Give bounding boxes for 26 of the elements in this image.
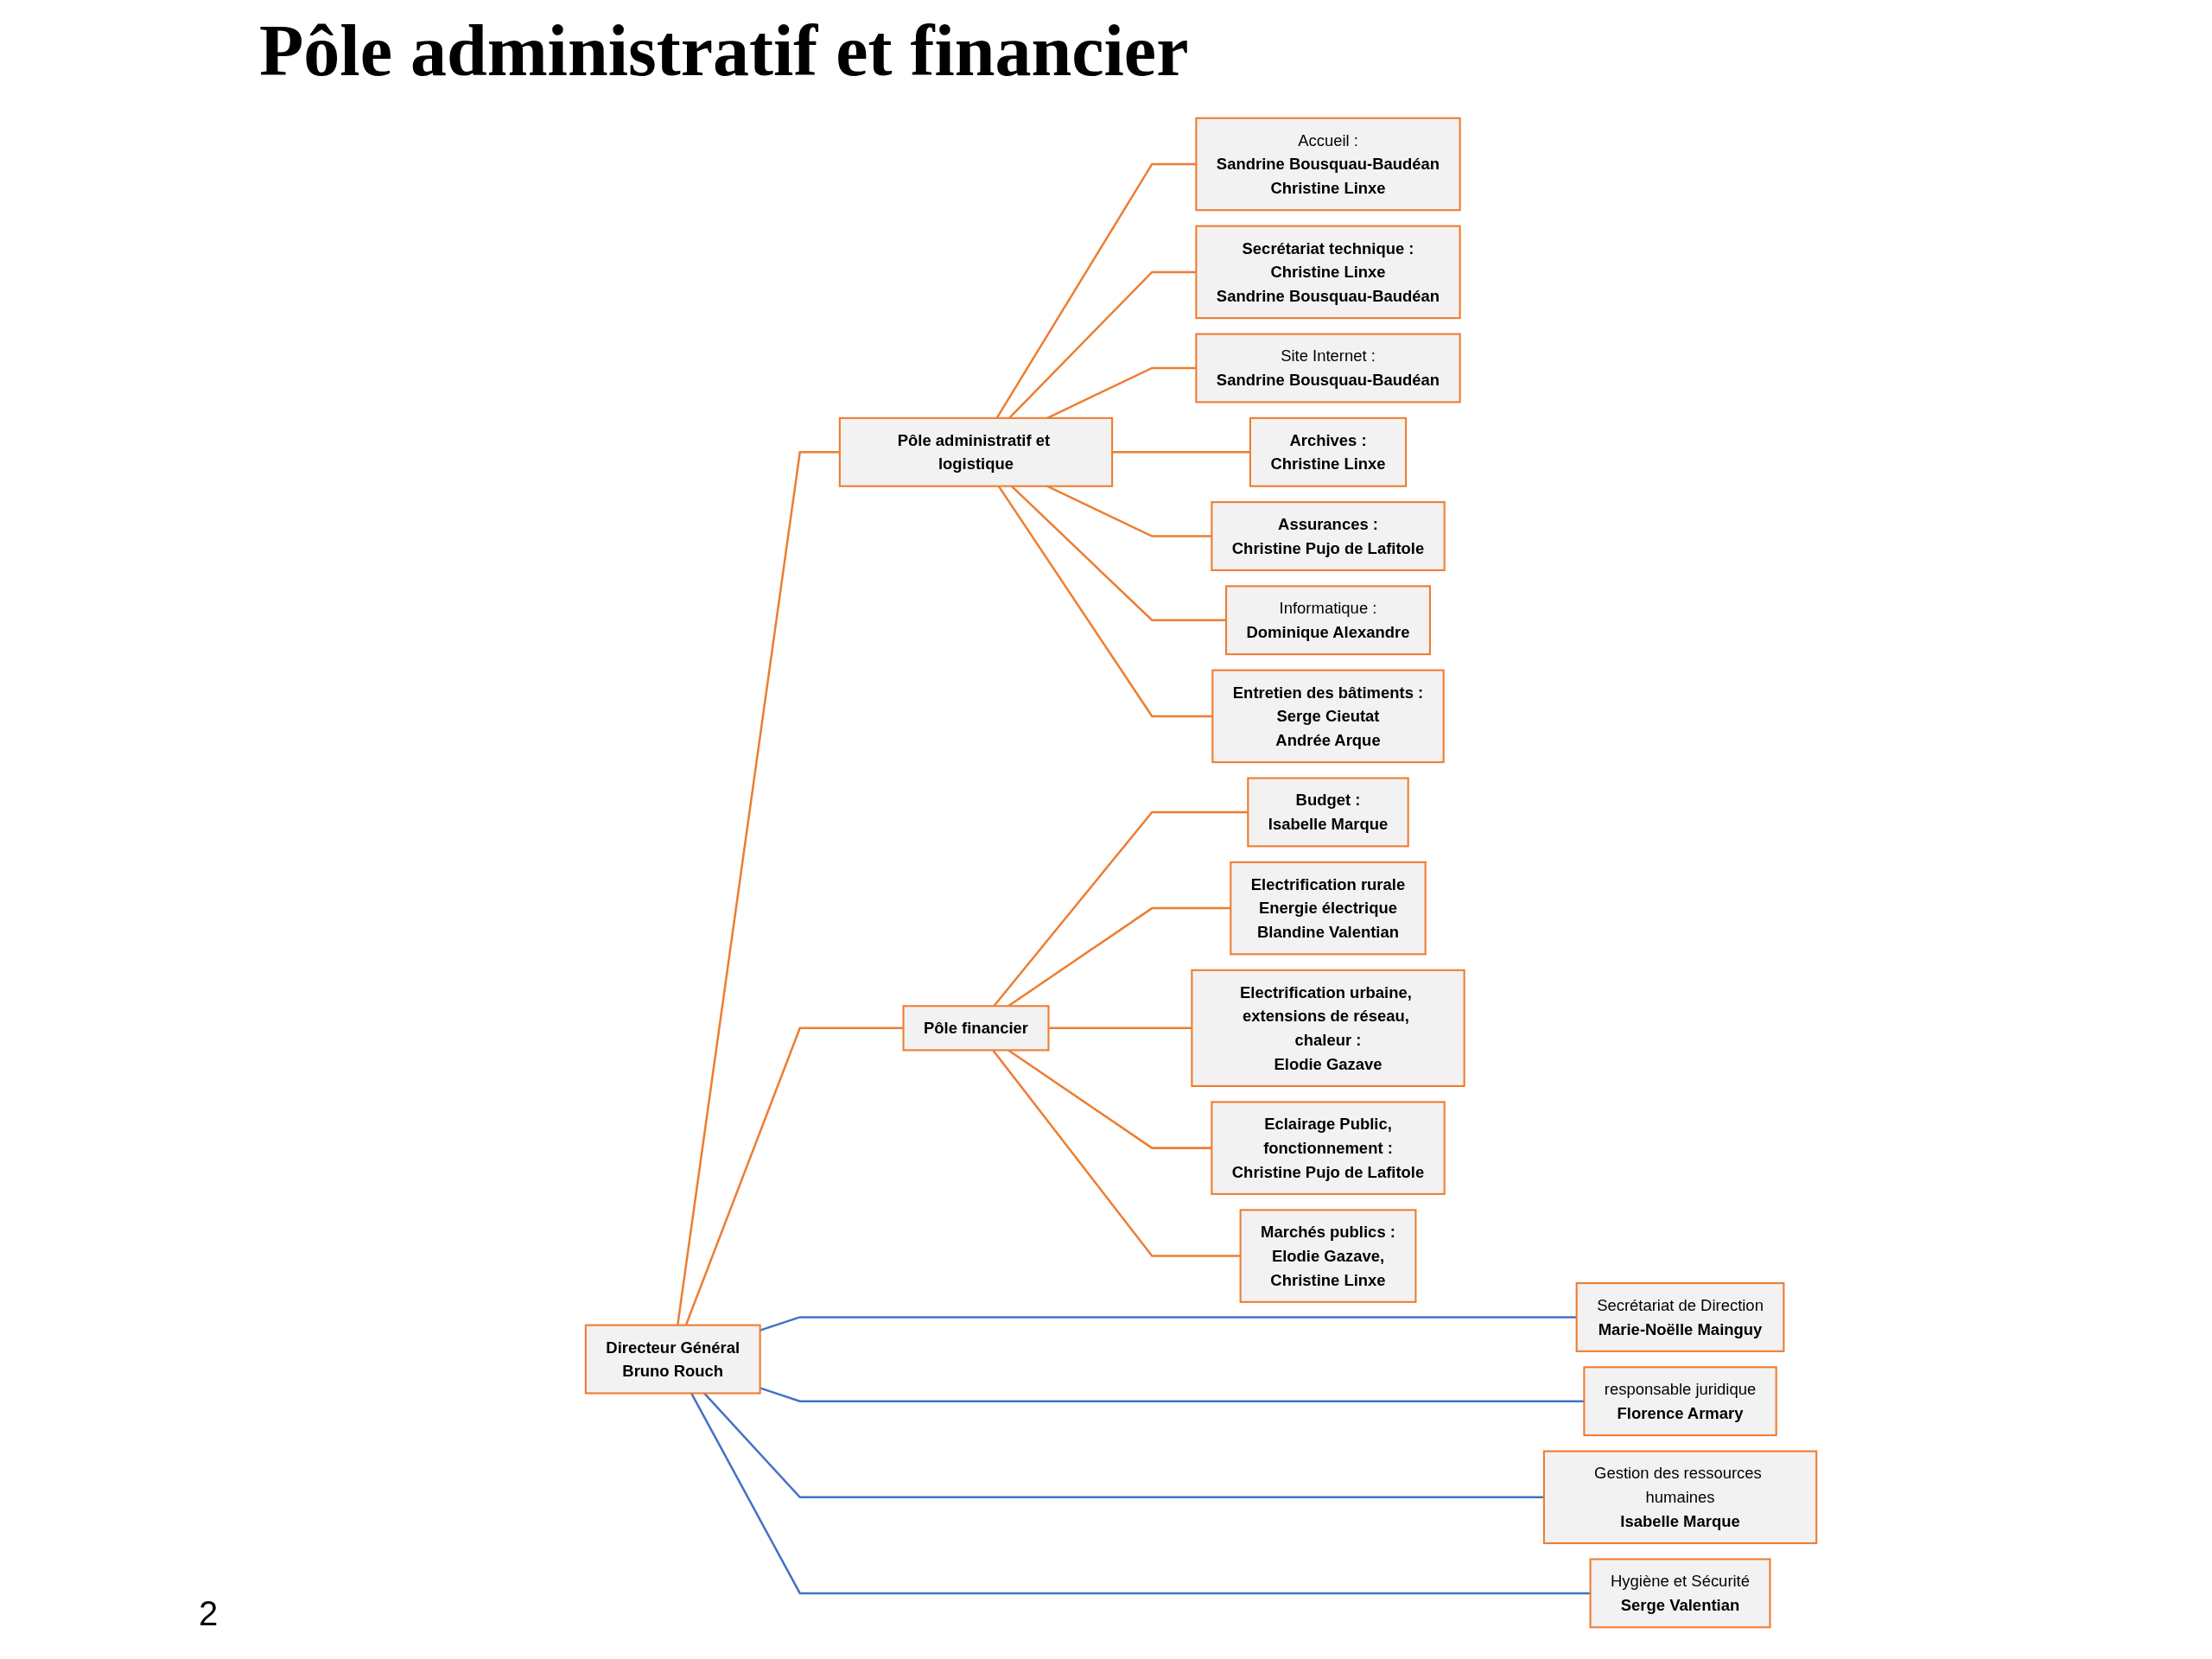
node-box: Budget : Isabelle Marque bbox=[1247, 777, 1409, 848]
node-box: Pôle administratif et logistique bbox=[838, 416, 1114, 487]
connector bbox=[760, 1387, 1585, 1402]
connector bbox=[677, 451, 840, 1325]
node-box: Directeur Général Bruno Rouch bbox=[584, 1324, 761, 1395]
node-box: Pôle financier bbox=[902, 1005, 1050, 1052]
node-box: Assurances : Christine Pujo de Lafitole bbox=[1211, 501, 1446, 571]
page-number: 2 bbox=[199, 1594, 219, 1633]
connector bbox=[1112, 451, 1250, 454]
node-box: Electrification rurale Energie électrique Blandine Valentian bbox=[1230, 861, 1427, 956]
node-box: Eclairage Public, fonctionnement : Christine Pujo de Lafitole bbox=[1211, 1101, 1446, 1195]
node-box: Secrétariat technique : Christine Linxe Sandrine Bousquau-Baudéan bbox=[1195, 225, 1461, 320]
connector bbox=[1048, 1027, 1192, 1030]
node-box: Informatique : Dominique Alexandre bbox=[1225, 585, 1431, 656]
node-box: Hygiène et Sécurité Serge Valentian bbox=[1589, 1558, 1771, 1629]
title: Pôle administratif et financier bbox=[259, 10, 1189, 92]
node-box: Site Internet : Sandrine Bousquau-Baudéan bbox=[1195, 333, 1461, 404]
node-box: Archives : Christine Linxe bbox=[1249, 416, 1408, 487]
node-box: responsable juridique Florence Armary bbox=[1583, 1366, 1777, 1437]
node-box: Electrification urbaine, extensions de réseau, chaleur : Elodie Gazave bbox=[1191, 969, 1465, 1087]
connector bbox=[760, 1316, 1577, 1332]
node-box: Marchés publics : Elodie Gazave, Christine Linxe bbox=[1239, 1209, 1417, 1303]
node-box: Gestion des ressources humaines Isabelle Marque bbox=[1542, 1450, 1818, 1545]
node-box: Entretien des bâtiments : Serge Cieutat Andrée Arque bbox=[1211, 669, 1445, 764]
node-box: Secrétariat de Direction Marie-Noëlle Mainguy bbox=[1575, 1281, 1785, 1352]
node-box: Accueil : Sandrine Bousquau-Baudéan Christine Linxe bbox=[1195, 117, 1461, 212]
